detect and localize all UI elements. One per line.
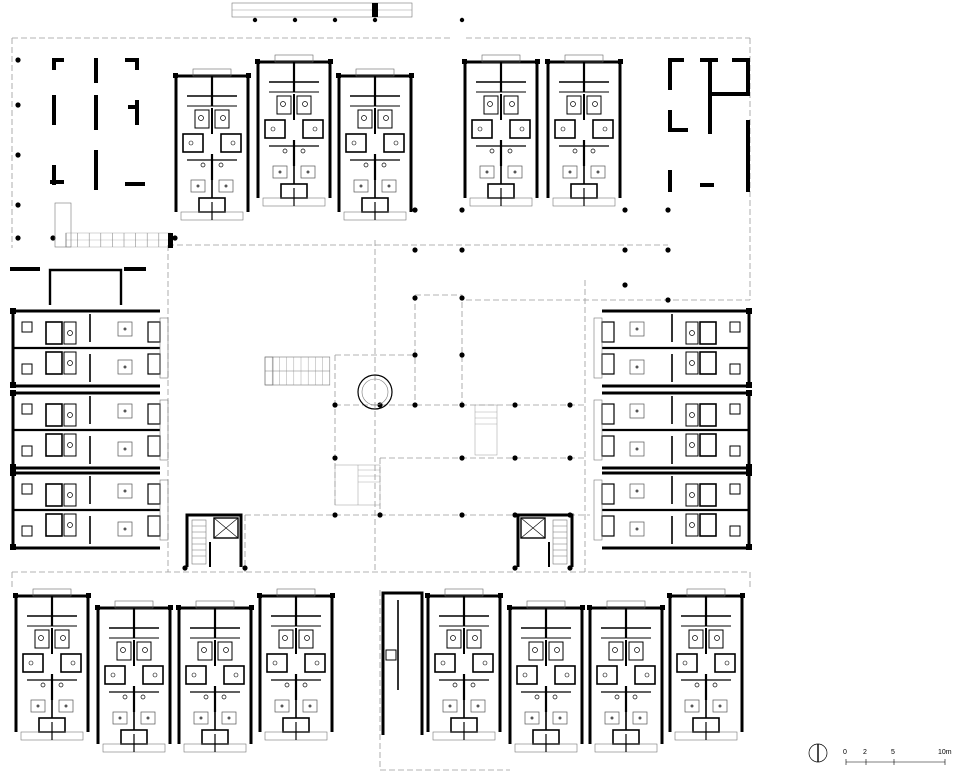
stair-north-west — [54, 202, 173, 248]
central-pavilion — [264, 356, 498, 506]
block-west — [8, 267, 170, 552]
block-north-west — [171, 53, 416, 222]
scale-tick-5: 5 — [891, 749, 895, 756]
north-arrow-icon — [808, 743, 828, 763]
entrance-ramp — [231, 2, 413, 18]
structural-columns — [15, 17, 671, 571]
block-south-east — [381, 587, 747, 754]
scale-tick-2: 2 — [863, 749, 867, 756]
wall-fragments-top-left — [50, 58, 145, 190]
scale-tick-10m: 10m — [938, 749, 952, 756]
scale-bar: 0 2 5 10m — [843, 749, 952, 765]
block-east — [592, 306, 754, 552]
block-south-west — [11, 587, 337, 754]
stair-cores — [185, 513, 574, 569]
wall-fragments-top-right — [668, 58, 750, 192]
circulation-grid — [11, 37, 751, 771]
block-north-east — [460, 53, 625, 208]
scale-tick-0: 0 — [843, 749, 847, 756]
